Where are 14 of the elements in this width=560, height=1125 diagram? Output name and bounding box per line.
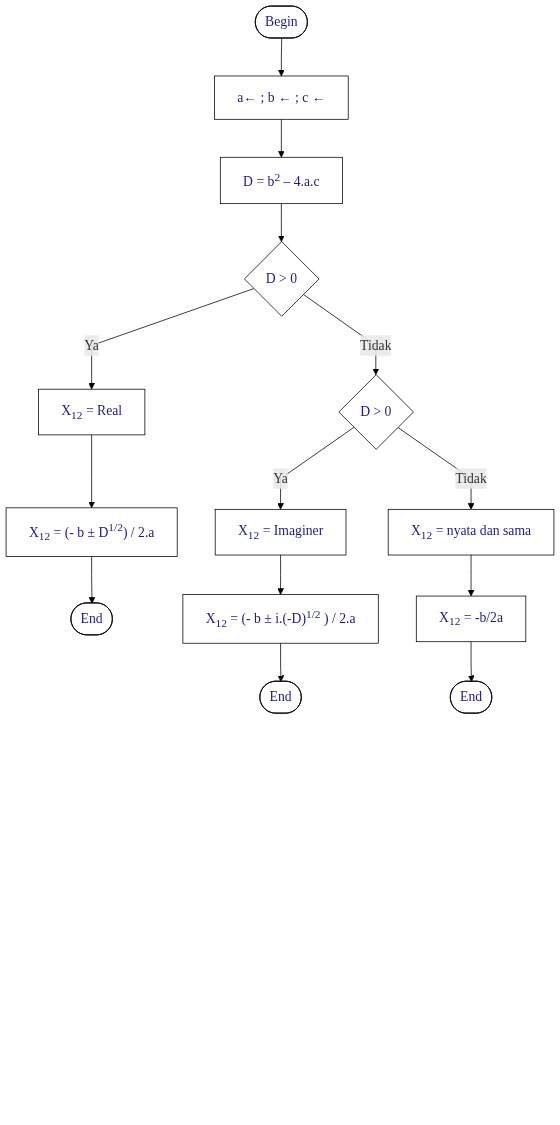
node-box: X$_{12}$ = nyata dan sama [387,508,555,556]
edge-label: Tidak [360,337,392,353]
node-box: X$_{12}$ = (- b ± i.(-D)$^{1/2}$ ) / 2.a [182,594,379,644]
edge-label: Tidak [455,470,487,486]
edge-label: Ya [84,337,99,353]
node-box: X$_{12}$ = Imaginer [214,508,347,556]
node-box: D = b$^{2}$ – 4.a.c [219,156,343,205]
node-diamond: D > 0 [338,374,414,450]
edge-label: Ya [273,470,288,486]
node-box: a← ; b ← ; c ← [214,75,349,120]
node-box: X$_{12}$ = -b/2a [415,595,527,643]
node-diamond: D > 0 [244,241,320,317]
node-box: X$_{12}$ = Real [38,388,146,436]
node-box: X$_{12}$ = (- b ± D$^{1/2}$) / 2.a [5,507,178,557]
